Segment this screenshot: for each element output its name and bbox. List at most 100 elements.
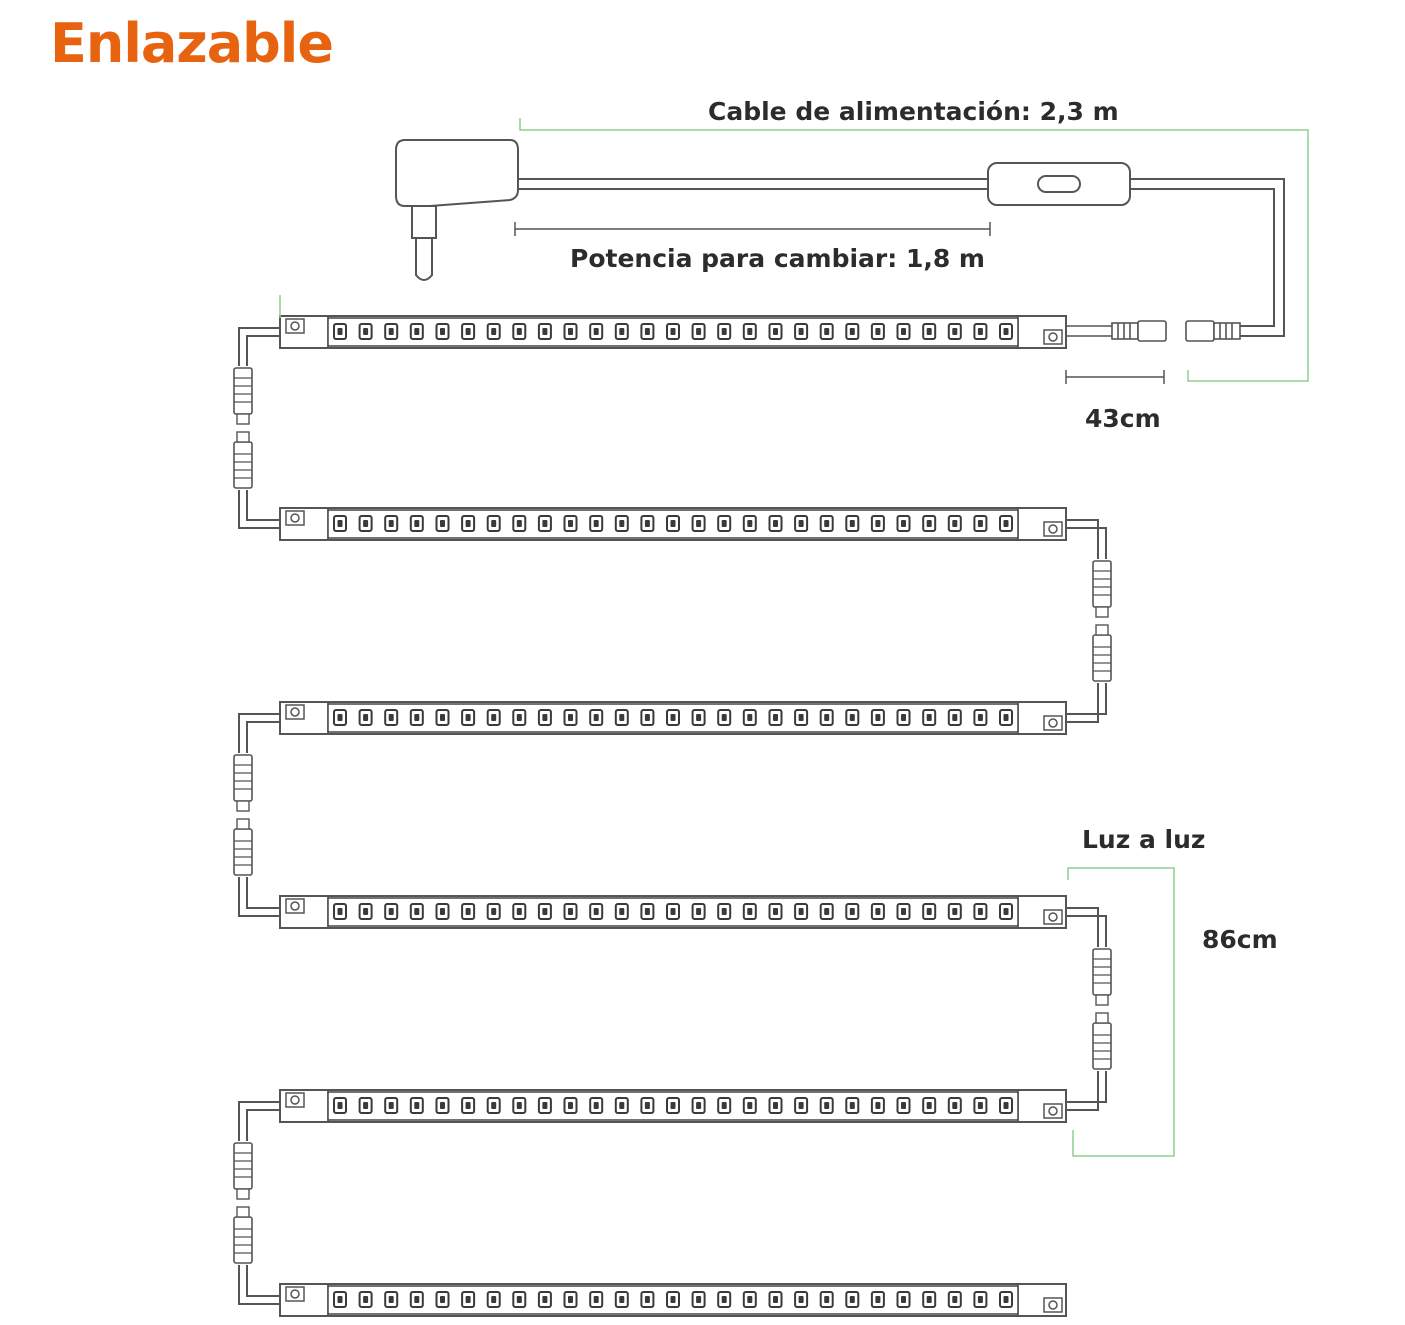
- led-chip: [922, 323, 937, 340]
- led-chip: [358, 323, 373, 340]
- light-bar: [279, 701, 1067, 735]
- led-chip: [409, 709, 424, 726]
- led-chip: [409, 1291, 424, 1308]
- led-chip: [999, 709, 1013, 726]
- led-chip: [717, 1291, 732, 1308]
- led-chip: [435, 709, 450, 726]
- led-chip: [742, 323, 757, 340]
- light-bars: [279, 315, 1067, 1317]
- connector-female: [233, 818, 253, 876]
- light-bar: [279, 315, 1067, 349]
- label-light-to-light: Luz a luz: [1082, 825, 1205, 854]
- link-cable: [233, 327, 280, 529]
- led-chip: [666, 515, 680, 532]
- led-chip: [666, 709, 680, 726]
- led-chip: [435, 903, 450, 920]
- dimension-switch: [514, 222, 991, 236]
- led-chip: [896, 709, 911, 726]
- led-chip: [486, 323, 501, 340]
- led-chip: [947, 323, 962, 340]
- led-chip: [870, 1291, 885, 1308]
- led-chip: [358, 903, 373, 920]
- led-chip: [794, 1291, 809, 1308]
- led-chip: [589, 323, 604, 340]
- label-spacing: 86cm: [1202, 925, 1278, 954]
- led-chip: [358, 709, 373, 726]
- led-chip: [896, 1291, 911, 1308]
- led-chip: [666, 903, 680, 920]
- led-chip: [333, 903, 347, 920]
- led-chip: [768, 515, 783, 532]
- led-chip: [742, 1291, 757, 1308]
- led-chip: [819, 903, 834, 920]
- led-chip: [691, 1097, 706, 1114]
- led-chip: [742, 903, 757, 920]
- led-chip: [435, 515, 450, 532]
- led-chip: [537, 1291, 552, 1308]
- led-chip: [973, 709, 988, 726]
- led-chip: [973, 1291, 988, 1308]
- led-chip: [435, 1097, 450, 1114]
- led-chip: [640, 323, 655, 340]
- led-chip: [922, 709, 937, 726]
- led-chip: [333, 1291, 347, 1308]
- led-chip: [947, 1291, 962, 1308]
- led-chip: [384, 1291, 399, 1308]
- led-chip: [614, 709, 629, 726]
- led-chip: [614, 903, 629, 920]
- led-chip: [666, 323, 680, 340]
- led-chip: [973, 1097, 988, 1114]
- dimension-power-cable: [519, 118, 1309, 382]
- connector-female: [1092, 1012, 1112, 1070]
- led-chip: [512, 709, 527, 726]
- led-chip: [973, 515, 988, 532]
- led-chip: [435, 323, 450, 340]
- led-chip: [870, 515, 885, 532]
- led-chip: [358, 1097, 373, 1114]
- connector-male: [233, 1142, 253, 1200]
- led-chip: [409, 323, 424, 340]
- led-chip: [589, 903, 604, 920]
- led-chip: [512, 1291, 527, 1308]
- led-chip: [589, 1291, 604, 1308]
- led-chip: [640, 515, 655, 532]
- link-cable: [1066, 907, 1112, 1111]
- led-chip: [768, 1097, 783, 1114]
- led-chip: [999, 1097, 1013, 1114]
- led-chip: [563, 515, 578, 532]
- led-chip: [896, 323, 911, 340]
- led-chip: [435, 1291, 450, 1308]
- led-chip: [717, 709, 732, 726]
- link-cable: [233, 1101, 280, 1305]
- led-chip: [896, 515, 911, 532]
- led-chip: [922, 903, 937, 920]
- led-chip: [409, 903, 424, 920]
- led-chip: [999, 1291, 1013, 1308]
- led-chip: [922, 1097, 937, 1114]
- led-chip: [537, 1097, 552, 1114]
- led-chip: [614, 515, 629, 532]
- led-chip: [384, 709, 399, 726]
- led-chip: [486, 515, 501, 532]
- led-chip: [358, 1291, 373, 1308]
- led-chip: [384, 1097, 399, 1114]
- led-chip: [973, 903, 988, 920]
- led-chip: [794, 515, 809, 532]
- led-chip: [947, 709, 962, 726]
- label-power-cable: Cable de alimentación: 2,3 m: [708, 97, 1119, 126]
- power-cable: [518, 178, 988, 190]
- light-bar: [279, 895, 1067, 929]
- led-chip: [461, 903, 476, 920]
- led-chip: [563, 323, 578, 340]
- led-chip: [384, 903, 399, 920]
- led-chip: [614, 1291, 629, 1308]
- led-chip: [845, 515, 860, 532]
- dimension-spacing: [279, 295, 1175, 1157]
- led-chip: [461, 515, 476, 532]
- led-chip: [563, 903, 578, 920]
- led-chip: [563, 709, 578, 726]
- led-chip: [819, 1097, 834, 1114]
- led-chip: [691, 709, 706, 726]
- led-chip: [333, 709, 347, 726]
- led-chip: [768, 709, 783, 726]
